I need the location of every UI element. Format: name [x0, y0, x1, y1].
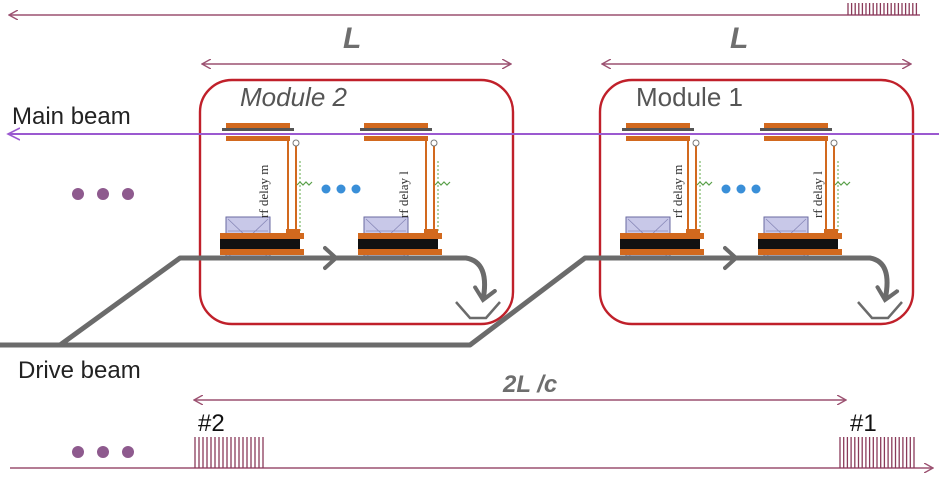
rf-delay-label-m2-l: rf delay l — [396, 171, 411, 218]
ellipsis-dots-left — [72, 188, 134, 200]
ellipsis-dots-module-1 — [721, 184, 761, 194]
drive-beam-path — [0, 255, 900, 348]
drive-beam-dump-m2 — [455, 301, 501, 320]
dimension-label-left: L — [343, 22, 361, 55]
module-2-label: Module 2 — [240, 82, 347, 112]
pulse-train-1 — [839, 437, 915, 468]
pulse-label-1: #1 — [850, 410, 877, 437]
structure-unit-m1-b — [757, 122, 851, 260]
rf-delay-label-m1-m: rf delay m — [670, 165, 685, 218]
drive-beam-label: Drive beam — [18, 357, 141, 384]
drive-beam-branch — [58, 255, 497, 348]
dimension-label-right: L — [730, 22, 748, 55]
rf-delay-label-m1-l: rf delay l — [810, 171, 825, 218]
ellipsis-dots-module-2 — [321, 184, 361, 194]
pulse-train-2 — [194, 437, 264, 468]
pulse-label-2: #2 — [198, 410, 225, 437]
structure-unit-m1-a — [619, 122, 713, 260]
module-2-box — [198, 78, 515, 326]
module-1-label: Module 1 — [636, 82, 743, 112]
rf-delay-label-m2-m: rf delay m — [256, 165, 271, 218]
module-1-box — [598, 78, 915, 326]
ellipsis-dots-bottom — [72, 446, 134, 458]
drive-beam-dump-m1 — [857, 301, 903, 320]
delay-span-label: 2L /c — [502, 371, 557, 398]
top-pulse-train — [847, 3, 918, 15]
main-beam-label: Main beam — [12, 103, 131, 130]
